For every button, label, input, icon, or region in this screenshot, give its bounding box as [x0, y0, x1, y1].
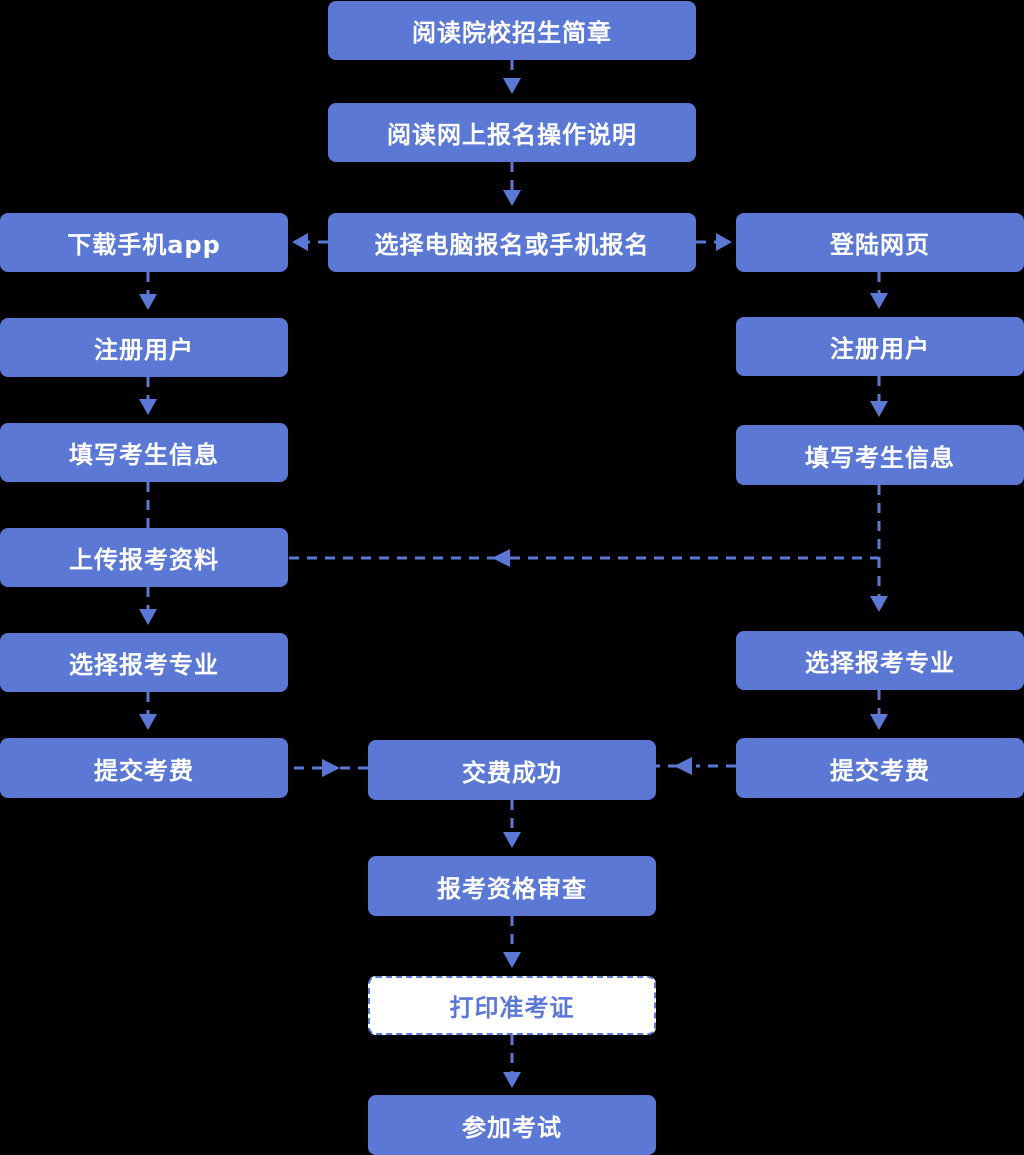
node-payment-success: 交费成功 — [368, 740, 656, 800]
arrowhead-to-web — [716, 233, 732, 251]
node-left-choose-major: 选择报考专业 — [0, 633, 288, 692]
node-left-register: 注册用户 — [0, 318, 288, 377]
node-take-exam: 参加考试 — [368, 1095, 656, 1155]
arrowhead-left-to-major — [139, 609, 157, 625]
node-left-fill-info: 填写考生信息 — [0, 423, 288, 482]
node-qualification-review: 报考资格审查 — [368, 856, 656, 916]
node-print-admission-ticket: 打印准考证 — [368, 976, 656, 1035]
node-left-download-app: 下载手机app — [0, 213, 288, 272]
arrowhead-to-print — [503, 952, 521, 968]
node-choose-method: 选择电脑报名或手机报名 — [328, 213, 696, 272]
arrowhead-to-review — [503, 832, 521, 848]
node-right-fill-info: 填写考生信息 — [736, 425, 1024, 485]
arrowhead-right-to-register — [870, 293, 888, 309]
arrowhead-to-app — [292, 233, 308, 251]
arrowhead-right-to-fill — [870, 401, 888, 417]
arrowhead-to-exam — [503, 1072, 521, 1088]
node-right-register: 注册用户 — [736, 317, 1024, 376]
connector-right-fill-to-upload — [515, 485, 881, 560]
node-left-upload-docs: 上传报考资料 — [0, 528, 288, 587]
node-read-brochure: 阅读院校招生简章 — [328, 1, 696, 60]
arrowhead-left-to-fee — [139, 714, 157, 730]
arrowhead-right-to-major — [870, 596, 888, 612]
arrowhead-right-fee-to-success — [674, 757, 692, 775]
node-right-submit-fee: 提交考费 — [736, 738, 1024, 798]
arrowhead-to-instructions — [503, 78, 521, 94]
node-read-instructions: 阅读网上报名操作说明 — [328, 103, 696, 162]
node-right-choose-major: 选择报考专业 — [736, 631, 1024, 690]
arrowhead-left-to-fill — [139, 399, 157, 415]
node-right-login-web: 登陆网页 — [736, 213, 1024, 272]
node-left-submit-fee: 提交考费 — [0, 738, 288, 798]
arrowhead-left-fee-to-success — [322, 759, 340, 777]
arrowhead-left-to-register — [139, 294, 157, 310]
arrowhead-to-upload — [492, 549, 510, 567]
arrowhead-to-choose — [503, 190, 521, 206]
arrowhead-right-to-fee — [870, 714, 888, 730]
